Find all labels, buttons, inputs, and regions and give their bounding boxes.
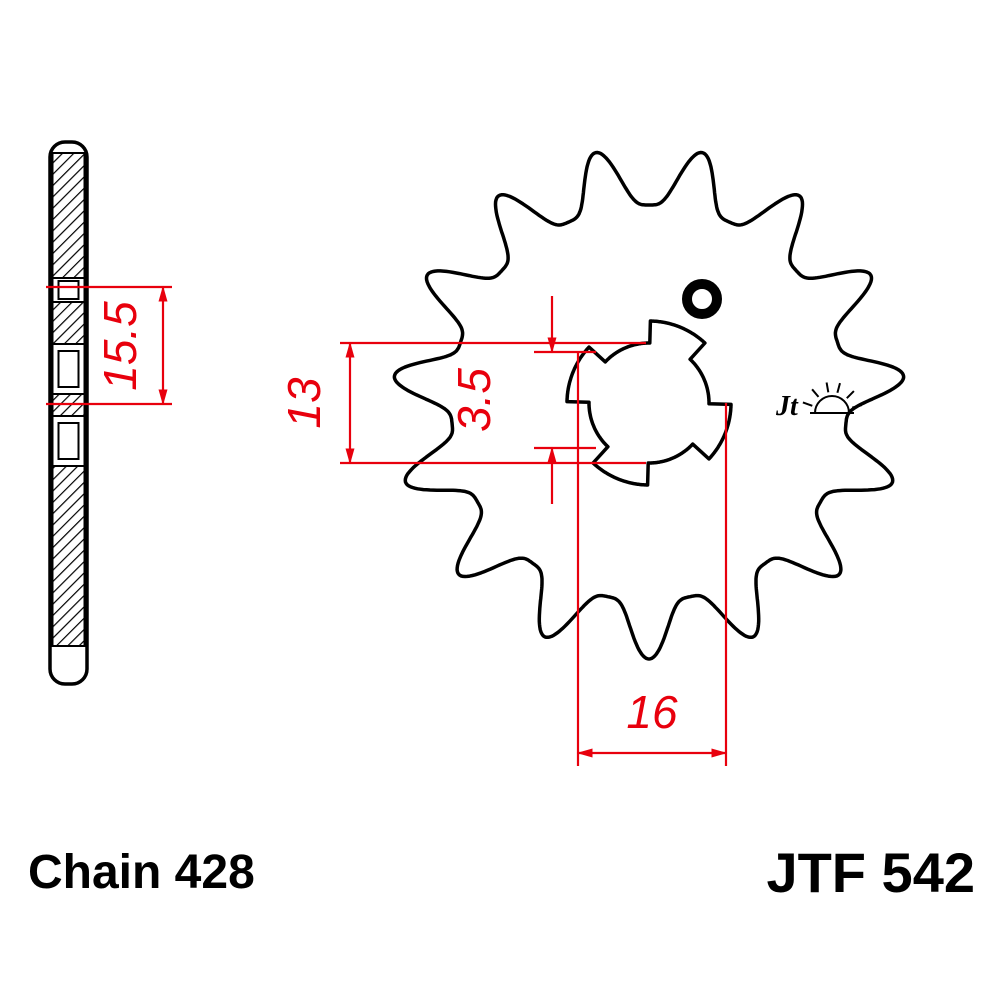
dim-label-155: 15.5 xyxy=(94,301,146,391)
pin-hole xyxy=(682,279,722,319)
logo-text: Jt xyxy=(775,391,799,422)
dim-label-35: 3.5 xyxy=(448,368,500,432)
hatch-section-mid-1 xyxy=(51,301,86,345)
chain-side-view xyxy=(48,140,89,686)
dimension-annotations: 15.5 13 3.5 16 xyxy=(46,285,728,766)
hatch-section-top xyxy=(51,152,86,279)
hatch-section-bottom xyxy=(51,465,86,647)
chain-size-label: Chain 428 xyxy=(28,846,255,899)
spline-bore-outline xyxy=(565,319,733,487)
dim-label-13: 13 xyxy=(278,377,330,429)
roller-block xyxy=(57,350,80,388)
part-number-label: JTF 542 xyxy=(766,841,975,904)
jt-sunrise-logo: Jt xyxy=(775,382,863,422)
sun-rays xyxy=(802,382,863,409)
roller-block xyxy=(57,422,80,460)
dim-label-16: 16 xyxy=(626,686,678,738)
sun-arc xyxy=(814,395,850,414)
roller-block xyxy=(57,280,80,300)
sprocket-front-view xyxy=(392,150,906,661)
